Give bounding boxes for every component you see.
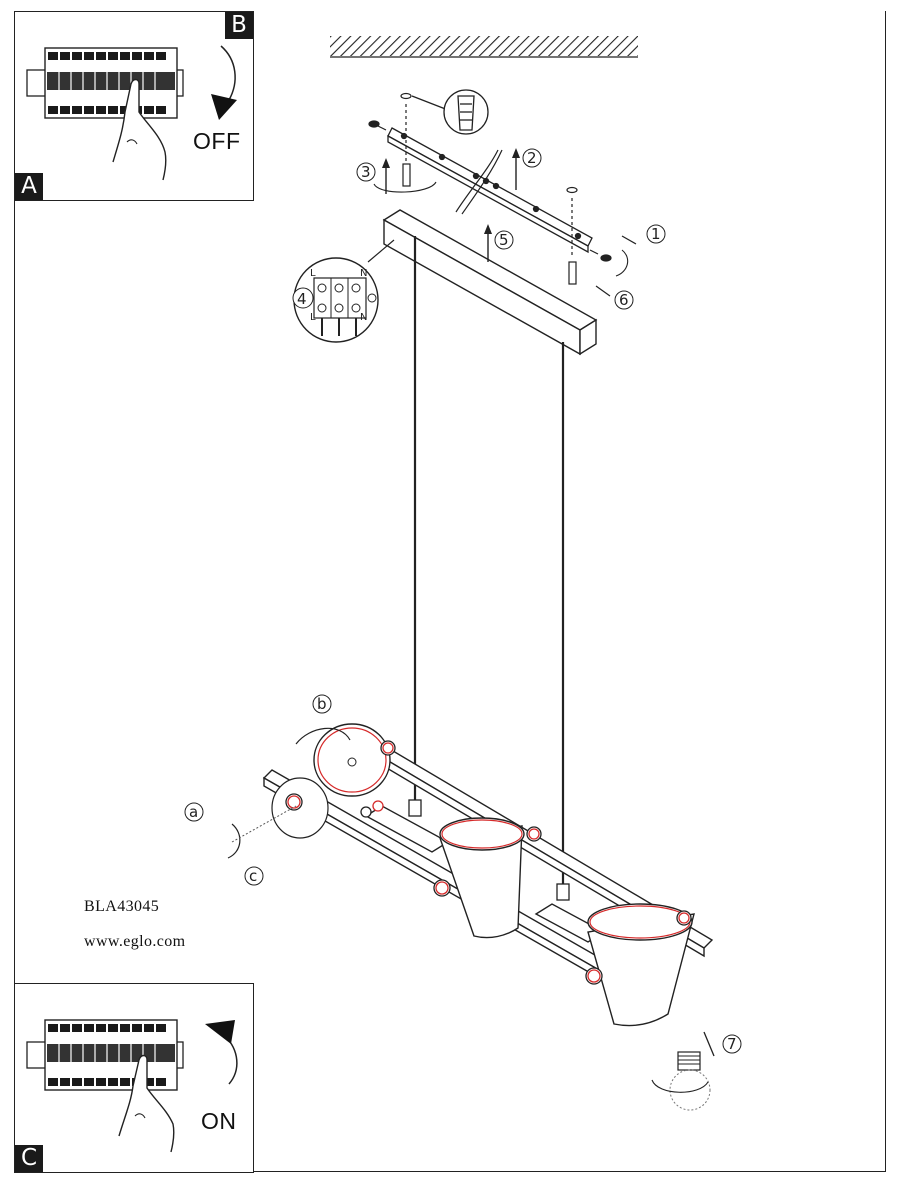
step-marker-6: 6: [595, 285, 634, 310]
svg-text:7: 7: [727, 1035, 737, 1053]
adjust-marker-a: a: [184, 802, 297, 859]
ceiling-hatch: [330, 36, 638, 58]
breaker-off-illustration: [26, 45, 237, 181]
step-marker-1: 1: [615, 224, 666, 277]
corner-tag-c: C: [15, 1145, 43, 1172]
breaker-on-illustration: [26, 1019, 238, 1153]
adjustment-knobs: [285, 740, 692, 985]
terminal-block-magnifier: L N L N: [293, 239, 395, 343]
adjust-marker-c: c: [244, 866, 264, 886]
step-marker-5: 5: [484, 224, 514, 262]
breaker-off-panel: OFF B A: [14, 11, 254, 201]
off-label: OFF: [193, 128, 241, 154]
spot-head-2: [439, 817, 525, 939]
spot-head-3: [587, 903, 695, 1027]
svg-text:2: 2: [527, 149, 537, 167]
adjust-marker-b: b: [295, 694, 351, 745]
terminal-live-bottom: L: [310, 312, 316, 323]
on-label: ON: [201, 1108, 237, 1134]
bulb-icon: [651, 1051, 711, 1111]
terminal-neutral-top: N: [360, 268, 367, 279]
breaker-on-panel: ON C: [14, 983, 254, 1173]
supply-cable-2: [461, 149, 503, 215]
cable-grips: [408, 799, 570, 901]
step-marker-4: 4: [292, 287, 314, 309]
product-code: BLA43045: [84, 898, 160, 915]
page-frame: [14, 11, 886, 1172]
svg-text:b: b: [317, 695, 327, 713]
svg-text:a: a: [189, 803, 198, 821]
svg-text:c: c: [249, 867, 257, 885]
supply-cable: [455, 149, 499, 213]
wall-plug-icon: [402, 104, 577, 285]
corner-tag-b: B: [225, 12, 253, 39]
terminal-neutral-bottom: N: [360, 312, 367, 323]
svg-text:5: 5: [499, 231, 509, 249]
plug-detail-magnifier: [411, 89, 489, 135]
step-marker-3: 3: [356, 158, 437, 194]
svg-text:3: 3: [361, 163, 371, 181]
screw-icon: [368, 92, 612, 262]
svg-text:4: 4: [297, 290, 307, 308]
svg-text:1: 1: [651, 225, 661, 243]
terminal-live-top: L: [310, 268, 316, 279]
canopy: [382, 209, 598, 356]
earth-icon: [367, 293, 377, 303]
product-website: www.eglo.com: [84, 933, 186, 950]
step-marker-2: 2: [512, 148, 542, 190]
svg-text:6: 6: [619, 291, 629, 309]
step-marker-7: 7: [703, 1031, 742, 1057]
corner-tag-a: A: [15, 173, 43, 200]
mounting-bracket: [387, 127, 593, 254]
